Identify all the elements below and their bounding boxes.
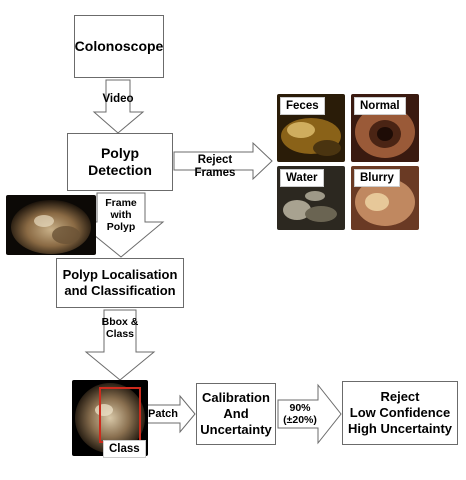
bounding-box [99,387,141,443]
localisation-box: Polyp Localisation and Classification [56,258,184,308]
thumbnail-normal: Normal [351,94,419,162]
bbox-class-arrow [84,309,156,381]
thumbnail-feces: Feces [277,94,345,162]
thumbnail-label-normal: Normal [354,97,406,115]
reject-frames-arrow [173,141,273,181]
threshold-label: 90% (±20%) [283,402,317,427]
thumbnail-label-water: Water [280,169,324,187]
colonoscope-box: Colonoscope [74,15,164,78]
patch-arrow [145,394,196,434]
thumbnail-blurry: Blurry [351,166,419,230]
polyp-detection-label: Polyp Detection [88,144,152,179]
class-label: Class [103,440,146,458]
patch-label: Patch [148,408,178,420]
thumbnail-label-blurry: Blurry [354,169,400,187]
polyp-detection-box: Polyp Detection [67,133,173,191]
reject-label: Reject Low Confidence High Uncertainty [347,388,452,437]
frame-with-polyp-label: Frame with Polyp [105,197,137,234]
calibration-label: Calibration And Uncertainty [200,389,272,438]
polyp-frame-image [6,195,96,255]
reject-frames-label: Reject Frames [194,154,236,180]
reject-box: Reject Low Confidence High Uncertainty [342,381,458,445]
localisation-label: Polyp Localisation and Classification [62,266,178,298]
threshold-arrow [277,383,342,445]
colonoscope-label: Colonoscope [74,37,164,54]
video-label: Video [102,93,134,106]
bbox-class-label: Bbox & Class [101,316,139,341]
thumbnail-label-feces: Feces [280,97,325,115]
calibration-box: Calibration And Uncertainty [196,383,276,445]
video-arrow [92,79,145,134]
normal-image [351,94,419,162]
thumbnail-water: Water [277,166,345,230]
